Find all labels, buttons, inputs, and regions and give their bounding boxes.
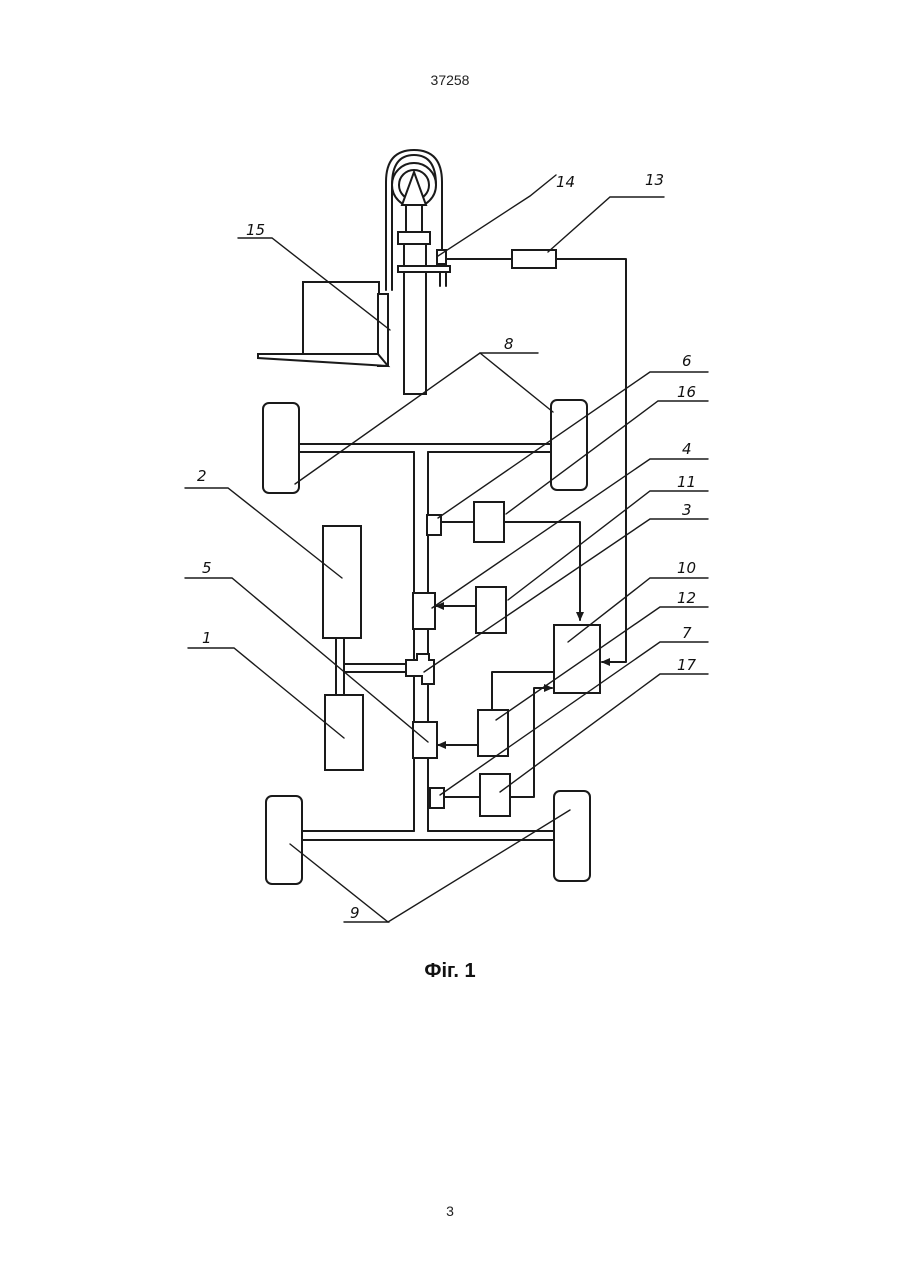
label-1: 1 bbox=[202, 629, 212, 647]
page-number: 3 bbox=[0, 1203, 900, 1219]
label-11: 11 bbox=[677, 473, 696, 491]
label-4: 4 bbox=[682, 440, 692, 458]
label-13: 13 bbox=[645, 171, 664, 189]
engine-units bbox=[323, 526, 406, 770]
label-9: 9 bbox=[350, 904, 360, 922]
sensor-13-circuit bbox=[446, 250, 626, 662]
label-14: 14 bbox=[556, 173, 575, 191]
leader-lines bbox=[185, 175, 708, 922]
label-8: 8 bbox=[504, 335, 514, 353]
label-5: 5 bbox=[202, 559, 212, 577]
label-2: 2 bbox=[197, 467, 207, 485]
actuator-11 bbox=[436, 587, 506, 633]
label-6: 6 bbox=[682, 352, 692, 370]
label-12: 12 bbox=[677, 589, 696, 607]
lift-mast bbox=[386, 150, 450, 394]
label-15: 15 bbox=[246, 221, 265, 239]
label-17: 17 bbox=[677, 656, 697, 674]
drive-shaft bbox=[414, 452, 428, 831]
label-10: 10 bbox=[677, 559, 696, 577]
figure-caption: Фіг. 1 bbox=[0, 960, 900, 983]
actuator-12 bbox=[438, 672, 554, 756]
front-axle bbox=[263, 400, 587, 493]
label-16: 16 bbox=[677, 383, 696, 401]
load-carriage bbox=[258, 282, 388, 366]
label-7: 7 bbox=[682, 624, 692, 642]
label-3: 3 bbox=[682, 501, 692, 519]
